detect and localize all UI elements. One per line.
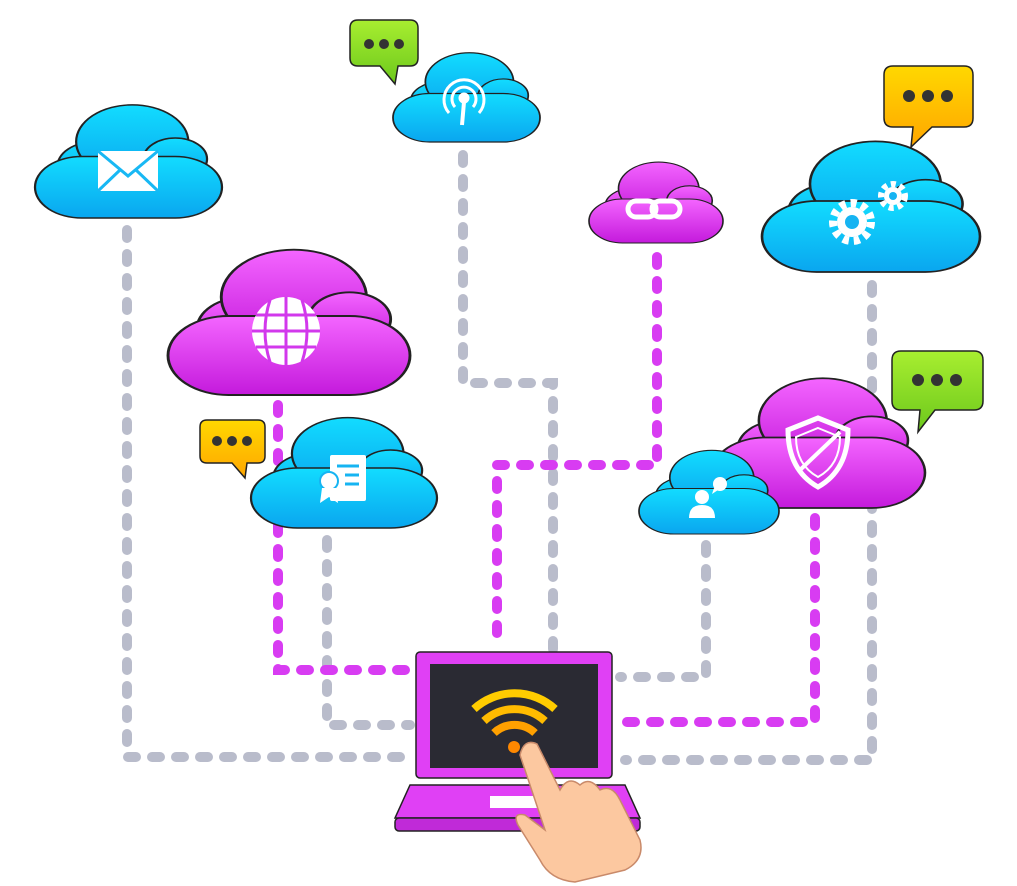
link-connector xyxy=(492,252,662,653)
cloud-link[interactable] xyxy=(589,162,723,243)
cloud-antenna[interactable] xyxy=(393,53,540,142)
antenna-icon xyxy=(442,78,486,126)
touchpad xyxy=(490,796,545,808)
chat-bubble-icon xyxy=(349,19,419,86)
chat-bubble-icon xyxy=(891,350,984,435)
chat-bubble-icon xyxy=(883,65,974,149)
mail-connector xyxy=(122,225,405,762)
cloud-mail[interactable] xyxy=(35,105,222,218)
antenna-connector xyxy=(458,150,558,655)
cloud-user[interactable] xyxy=(639,450,779,534)
gears-connector xyxy=(620,280,877,765)
hand-pointer xyxy=(515,741,642,883)
cloud-gears[interactable] xyxy=(762,141,980,272)
certificate-icon xyxy=(319,455,366,503)
cloud-shield[interactable] xyxy=(712,378,925,508)
shield-icon xyxy=(785,415,851,490)
certificate-connector xyxy=(322,535,415,730)
chat-bubble-icon xyxy=(199,419,266,480)
globe-connector xyxy=(273,400,415,675)
user-chat-icon xyxy=(689,477,727,518)
shield-connector xyxy=(617,513,820,727)
link-icon xyxy=(625,198,683,220)
globe-icon xyxy=(252,297,320,365)
cloud-globe[interactable] xyxy=(168,250,410,395)
wifi-icon xyxy=(471,689,558,753)
user-connector xyxy=(615,540,711,682)
envelope-icon xyxy=(96,149,160,193)
magenta-connectors xyxy=(273,252,820,727)
gray-connectors xyxy=(122,150,877,765)
cloud-certificate[interactable] xyxy=(251,418,437,528)
gears-icon xyxy=(829,181,908,245)
